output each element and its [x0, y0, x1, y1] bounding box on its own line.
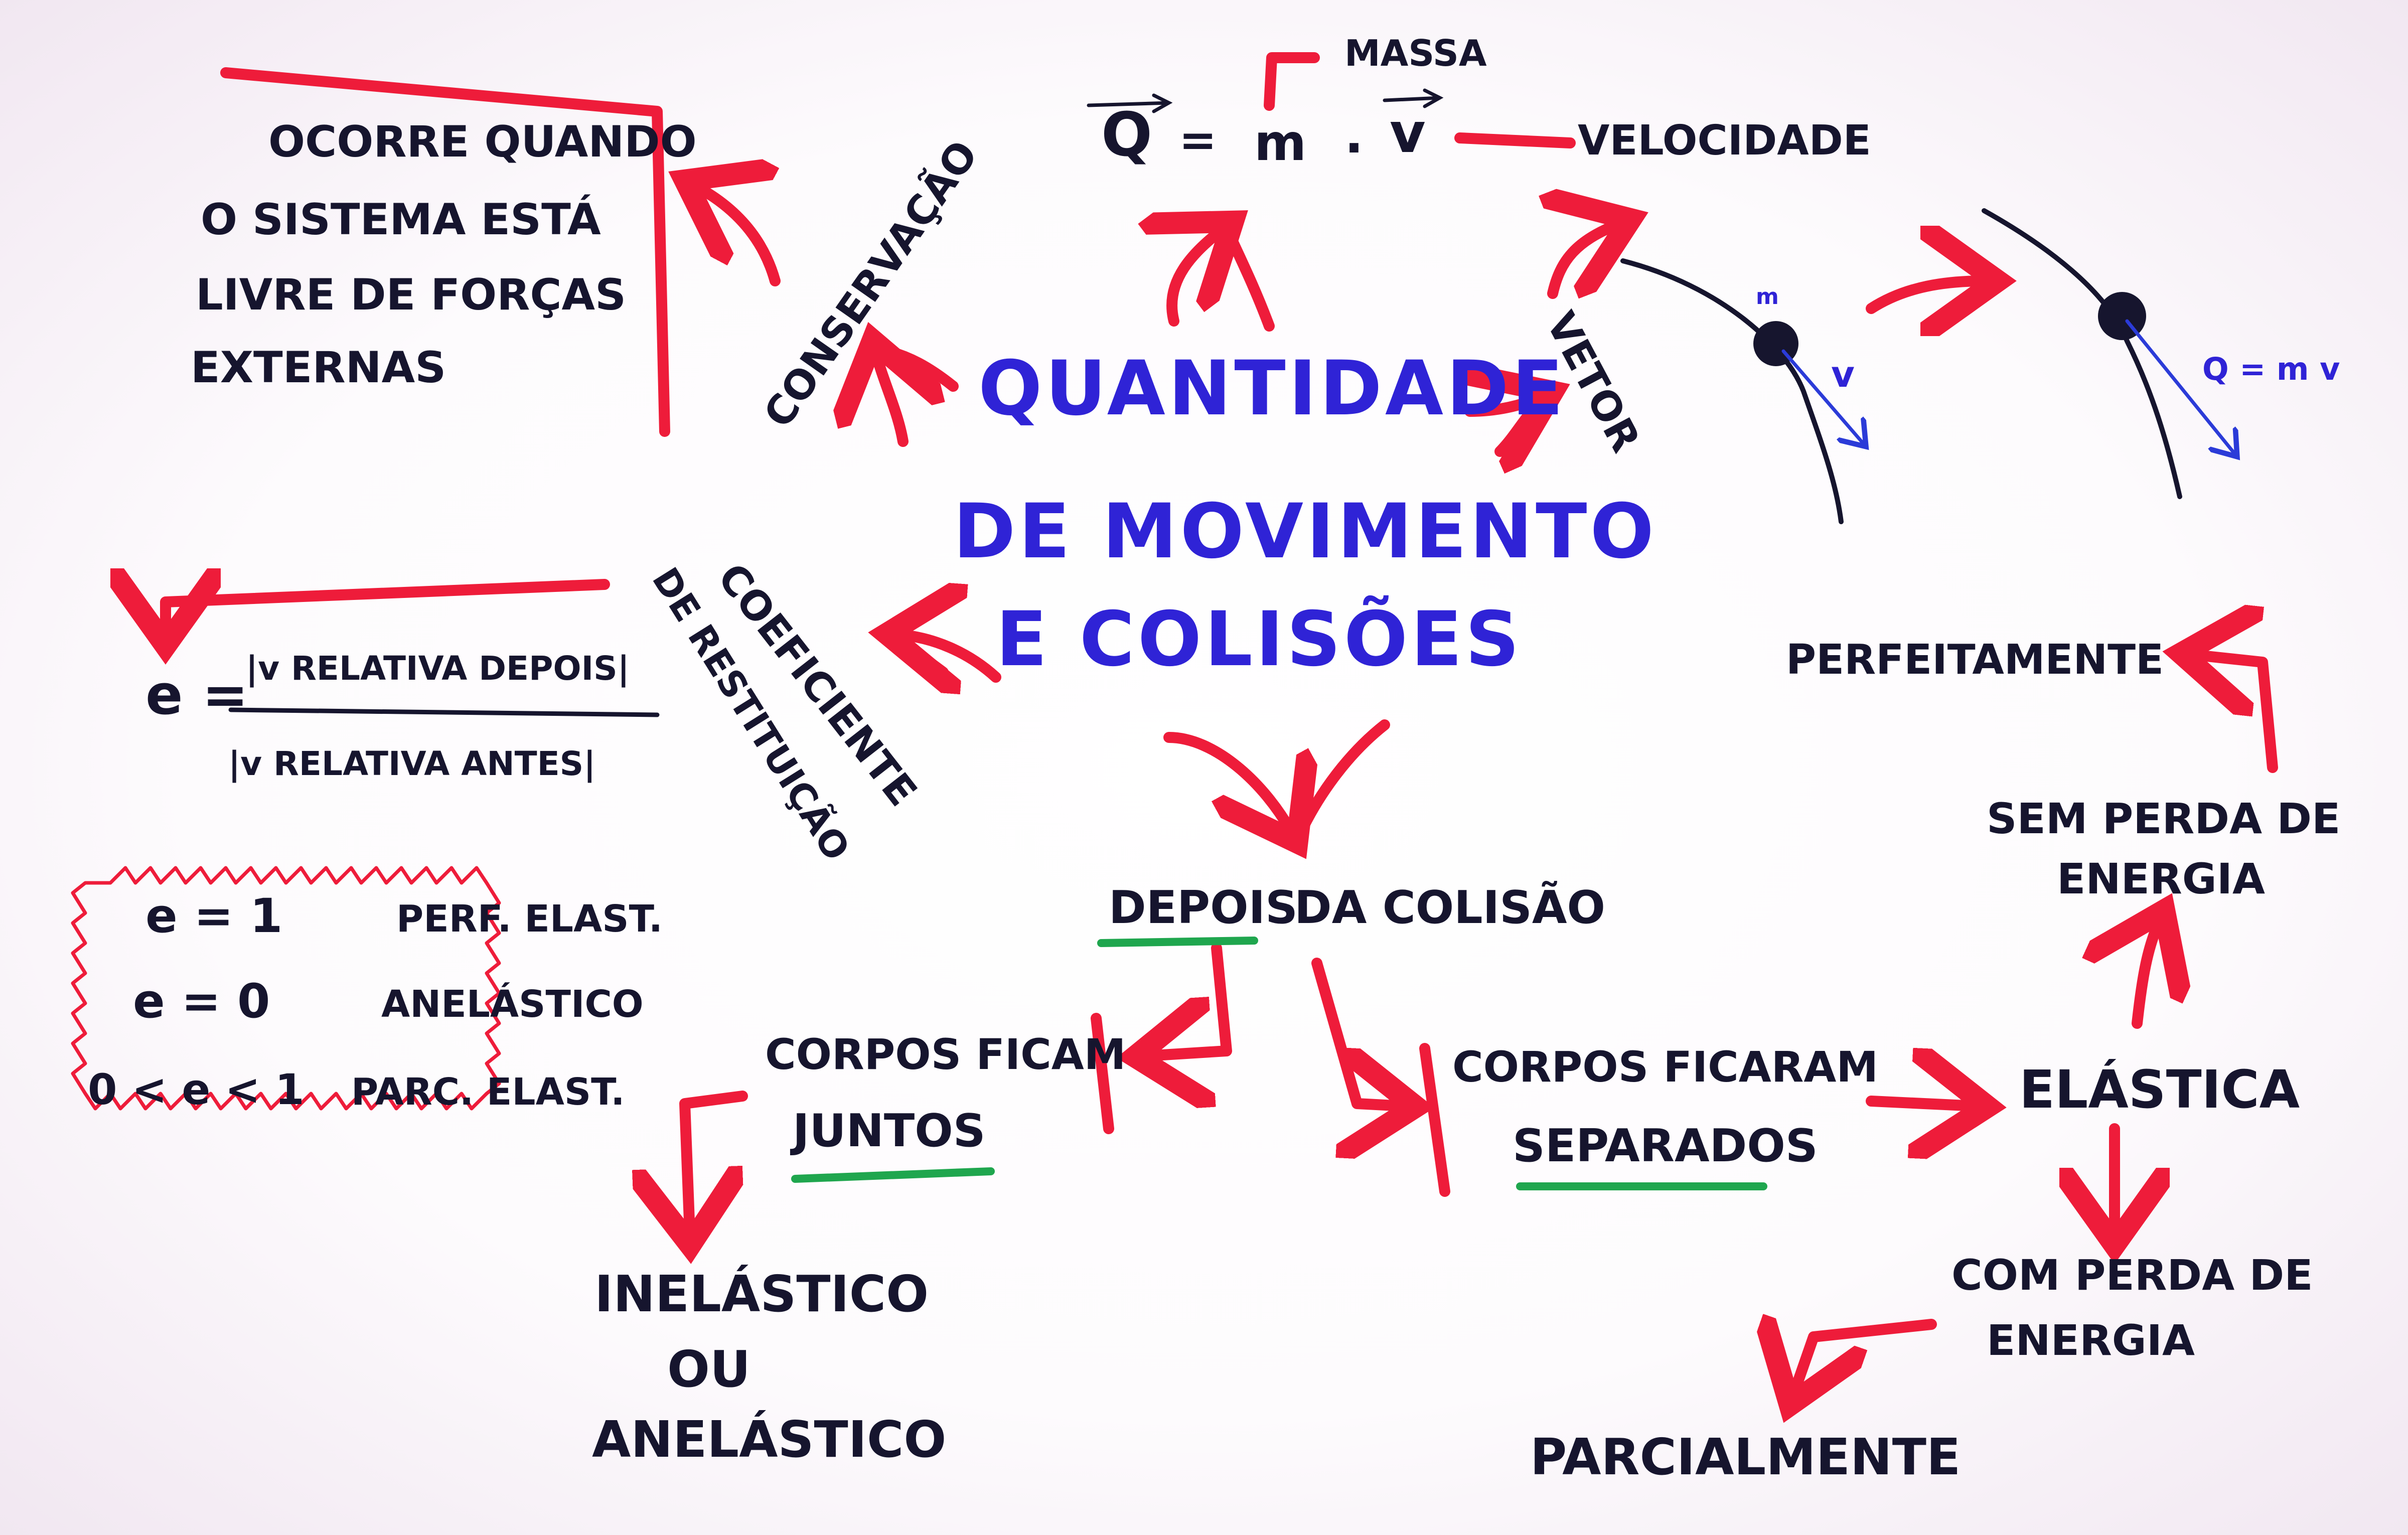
after-label-collision: DA COLISÃO	[1294, 881, 1606, 934]
arrow-title-to-conservation-2	[882, 346, 959, 392]
conservation-box-line-4: EXTERNAS	[191, 343, 446, 393]
v-vector-arrow	[1383, 88, 1444, 108]
formula-q: Q	[1101, 100, 1153, 170]
arrow-title-to-after-2	[1294, 719, 1390, 841]
case-type-3: PARC. ELAST.	[351, 1070, 625, 1114]
underline-juntos	[791, 1167, 995, 1183]
formula-m: m	[1254, 113, 1307, 172]
arrow-conservation-to-box	[695, 186, 781, 286]
conservation-box-line-3: LIVRE DE FORÇAS	[196, 270, 627, 320]
arrow-title-to-conservation-1	[875, 351, 903, 447]
title-line-3: E COLISÕES	[996, 596, 1523, 683]
arrow-title-to-vector-2	[1494, 393, 1548, 457]
partial-label: PARCIALMENTE	[1530, 1428, 1961, 1486]
cases-jagged-frame	[71, 866, 501, 1111]
arrow-title-to-formula-1	[1172, 228, 1224, 327]
together-bar	[1091, 1013, 1114, 1134]
velocity-label: VELOCIDADE	[1578, 117, 1871, 165]
arrow-after-to-separated	[1311, 958, 1405, 1106]
case-type-2: ANELÁSTICO	[381, 983, 644, 1026]
formula-dot: .	[1344, 106, 1364, 165]
case-condition-2: e = 0	[133, 974, 270, 1029]
separated-line-1: CORPOS FICARAM	[1452, 1042, 1879, 1092]
velocity-mark: v	[1831, 353, 1855, 395]
title-line-2: DE MOVIMENTO	[953, 488, 1657, 575]
fraction-bar	[228, 707, 660, 717]
restitution-denominator: |v RELATIVA ANTES|	[228, 744, 596, 783]
q-vector-arrow	[1087, 93, 1173, 113]
arrow-title-to-restitution-1	[898, 635, 1001, 677]
arrow-title-to-restitution-2	[892, 632, 949, 678]
separated-bar	[1419, 1043, 1450, 1197]
inelastic-line-2: OU	[667, 1340, 751, 1399]
case-type-1: PERF. ELAST.	[396, 897, 663, 941]
case-condition-3: 0 < e < 1	[88, 1065, 305, 1114]
arrow-title-to-after-1	[1163, 732, 1292, 833]
arrow-curve1-to-curve2	[1866, 281, 1987, 309]
mass-label: MASSA	[1344, 32, 1487, 74]
no-loss-line-1: SEM PERDA DE	[1987, 794, 2341, 843]
inelastic-line-1: INELÁSTICO	[594, 1265, 929, 1323]
arrow-elastic-to-no-loss	[2137, 920, 2160, 1029]
loss-line-1: COM PERDA DE	[1951, 1251, 2313, 1300]
velocity-vector-1	[1781, 349, 1864, 444]
formula-equals: =	[1179, 114, 1217, 167]
restitution-e-symbol: e =	[145, 663, 249, 727]
arrow-restitution-to-formula	[166, 584, 610, 635]
separated-line-2: SEPARADOS	[1513, 1120, 1818, 1172]
underline-depois	[1097, 937, 1258, 947]
arrow-title-to-formula-2	[1221, 223, 1275, 332]
title-line-1: QUANTIDADE	[978, 345, 1567, 432]
formula-v: v	[1390, 101, 1426, 165]
after-label-depois: DEPOIS	[1109, 881, 1298, 934]
no-loss-line-2: ENERGIA	[2057, 854, 2265, 903]
together-line-1: CORPOS FICAM	[765, 1030, 1126, 1079]
trajectory-curve-2	[1982, 208, 2182, 499]
arrow-vector-to-curve	[1553, 223, 1620, 299]
arrow-no-loss-to-perfect	[2192, 655, 2278, 773]
conservation-box-line-2: O SISTEMA ESTÁ	[201, 195, 601, 245]
conservation-box-bracket	[220, 67, 670, 437]
velocity-connector	[1454, 132, 1576, 148]
arrow-separated-to-elastic	[1866, 1101, 1977, 1106]
perfect-label: PERFEITAMENTE	[1786, 636, 2164, 684]
arrow-together-to-inelastic	[685, 1091, 748, 1234]
restitution-numerator: |v RELATIVA DEPOIS|	[246, 649, 630, 688]
mass-mark: m	[1756, 284, 1779, 310]
arrow-loss-to-partial	[1793, 1324, 1937, 1395]
arrow-after-to-together	[1146, 943, 1232, 1056]
case-condition-1: e = 1	[145, 889, 283, 944]
momentum-vector-2	[2125, 319, 2235, 454]
inelastic-line-3: ANELÁSTICO	[592, 1410, 947, 1469]
momentum-mark: Q = m v	[2202, 351, 2340, 387]
trajectory-curve-1	[1620, 258, 1844, 524]
conservation-box-line-1: OCORRE QUANDO	[268, 117, 697, 167]
elastic-label: ELÁSTICA	[2019, 1059, 2300, 1120]
loss-line-2: ENERGIA	[1987, 1316, 2195, 1365]
mass-bracket	[1264, 52, 1320, 111]
together-line-2: JUNTOS	[793, 1105, 986, 1157]
